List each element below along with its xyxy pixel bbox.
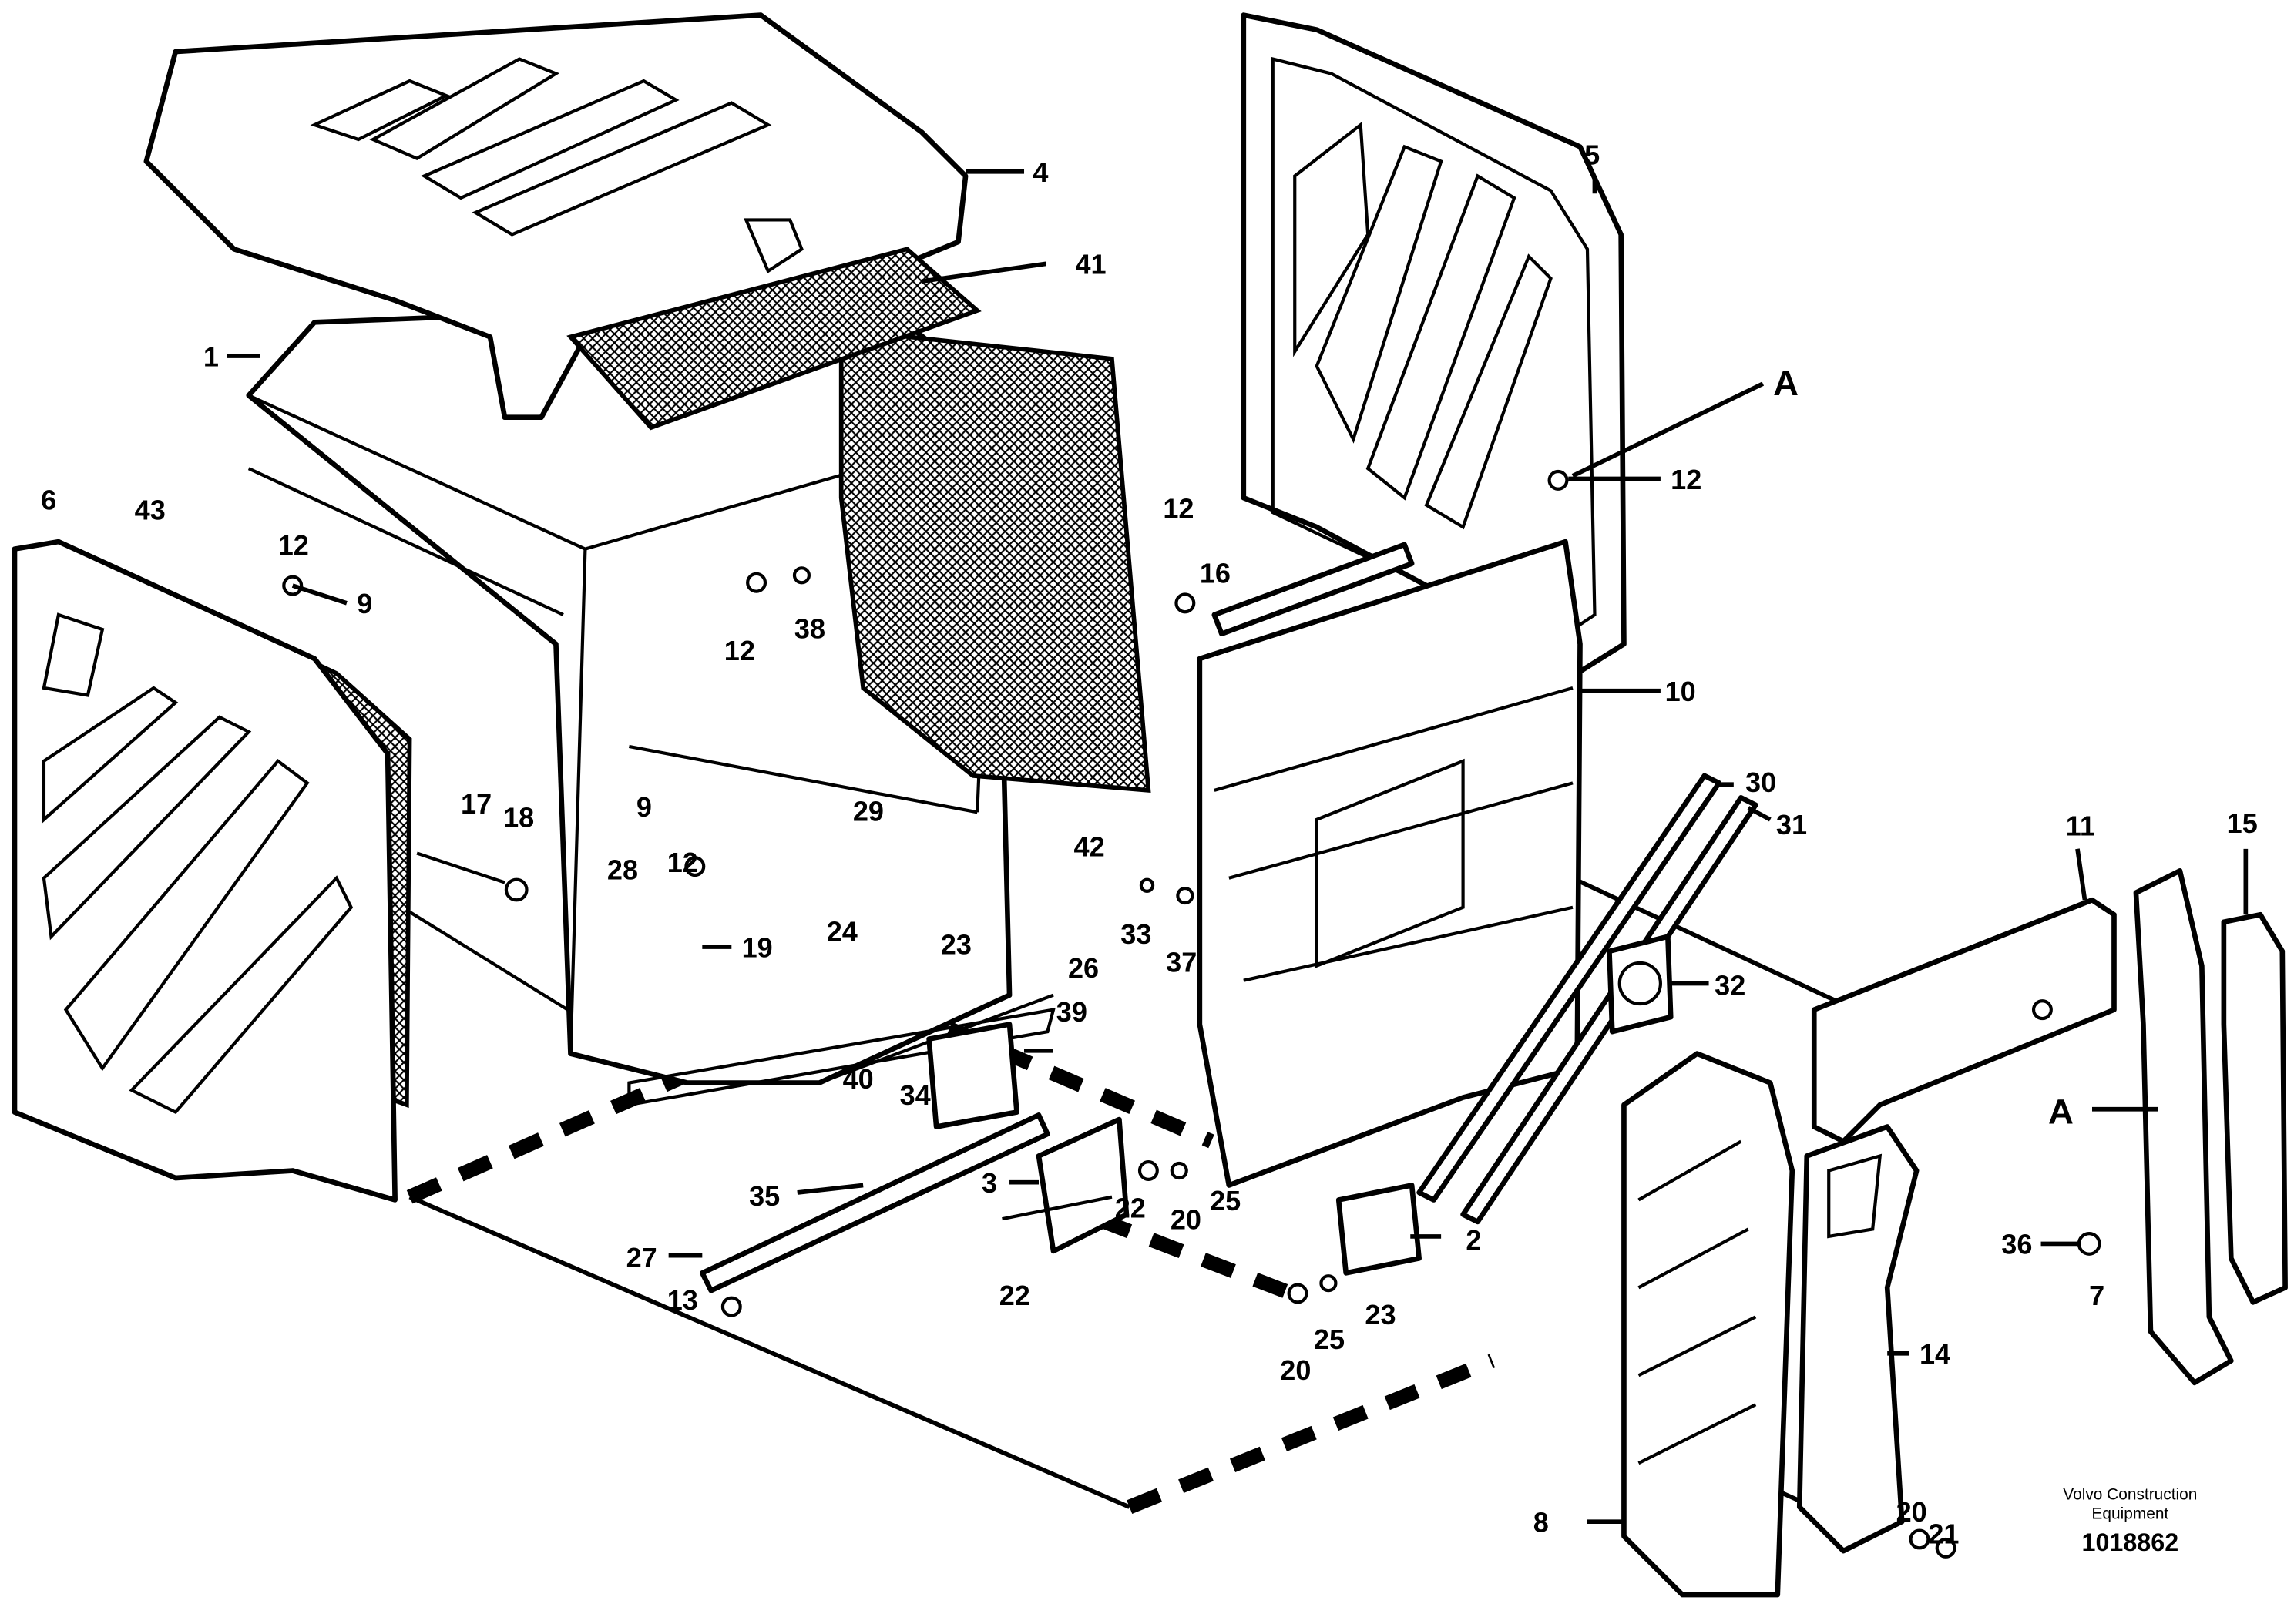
label-18: 18 (503, 801, 534, 833)
label-38: 38 (794, 612, 825, 644)
label-23-b: 23 (1365, 1299, 1396, 1330)
label-12-d: 12 (1671, 464, 1701, 495)
label-35: 35 (749, 1180, 780, 1212)
hardware-parts (282, 469, 2101, 1559)
label-7: 7 (2089, 1280, 2104, 1311)
label-27: 27 (626, 1242, 657, 1273)
label-25-b: 25 (1314, 1324, 1345, 1355)
label-20-c: 20 (1896, 1496, 1927, 1528)
label-20-b: 20 (1280, 1354, 1311, 1386)
part-15-upright-b (2221, 911, 2288, 1305)
label-36: 36 (2001, 1229, 2032, 1260)
label-3: 3 (982, 1167, 997, 1199)
detail-callouts: A A (1773, 364, 2074, 1132)
part-14-side-panel (1796, 1124, 1920, 1554)
brand-line-2: Equipment (2091, 1505, 2168, 1522)
label-17: 17 (461, 788, 492, 820)
label-5: 5 (1584, 139, 1600, 170)
label-34: 34 (900, 1079, 931, 1111)
part-8-side-panel (1621, 1051, 1795, 1598)
label-21: 21 (1928, 1518, 1959, 1550)
label-9-a: 9 (357, 588, 372, 619)
label-22-a: 22 (1115, 1192, 1146, 1223)
part-11-bracket (1811, 897, 2117, 1144)
part-4-top-cover (143, 12, 969, 421)
part-7-upright-a (2133, 867, 2234, 1386)
label-8: 8 (1533, 1506, 1549, 1538)
callout-a-upright: A (2048, 1092, 2074, 1132)
label-29: 29 (853, 796, 884, 827)
brand-line-1: Volvo Construction (2063, 1486, 2197, 1504)
label-1: 1 (203, 341, 219, 372)
label-40: 40 (843, 1063, 874, 1095)
label-23-a: 23 (941, 929, 972, 961)
document-number: 1018862 (2082, 1528, 2179, 1556)
label-42: 42 (1074, 830, 1105, 862)
label-19: 19 (742, 931, 773, 963)
label-31: 31 (1776, 809, 1807, 841)
label-leaders (227, 169, 2249, 1525)
label-13: 13 (667, 1284, 698, 1316)
part-6-front-panel (12, 539, 398, 1203)
part-10-lower-door-panel (1197, 539, 1583, 1188)
label-16: 16 (1200, 557, 1231, 589)
label-4: 4 (1033, 156, 1048, 188)
title-block: Volvo Construction Equipment 1018862 (2063, 1486, 2197, 1556)
label-15: 15 (2227, 807, 2258, 839)
label-39: 39 (1056, 996, 1087, 1028)
callout-a-door: A (1773, 364, 1799, 403)
label-14: 14 (1920, 1338, 1950, 1370)
part-5-rear-door (1241, 12, 1627, 683)
label-9-b: 9 (636, 791, 652, 823)
part-16-strip (1211, 542, 1415, 637)
label-43: 43 (135, 495, 166, 526)
label-2: 2 (1466, 1224, 1481, 1256)
label-24: 24 (827, 915, 858, 947)
label-10: 10 (1665, 676, 1696, 707)
label-41: 41 (1075, 249, 1106, 280)
part-number-labels: 1 2 3 4 5 6 7 8 9 9 10 11 12 12 12 12 12… (41, 139, 2258, 1549)
label-12-a: 12 (278, 529, 309, 561)
label-22-b: 22 (999, 1280, 1030, 1311)
label-12-c: 12 (1163, 493, 1194, 525)
part-41-top-grille (566, 247, 982, 431)
label-28: 28 (607, 854, 638, 886)
label-37: 37 (1166, 946, 1197, 978)
label-32: 32 (1715, 970, 1745, 1002)
part-42-side-grille (838, 327, 1151, 793)
label-20-a: 20 (1171, 1203, 1201, 1235)
label-30: 30 (1745, 767, 1776, 798)
label-6: 6 (41, 484, 56, 515)
label-33: 33 (1120, 918, 1151, 950)
part-32-lock (1607, 934, 1674, 1035)
label-12-e: 12 (667, 847, 698, 878)
label-26: 26 (1068, 952, 1099, 984)
label-25-a: 25 (1210, 1185, 1241, 1216)
label-11: 11 (2066, 810, 2095, 842)
label-12-b: 12 (724, 635, 755, 666)
